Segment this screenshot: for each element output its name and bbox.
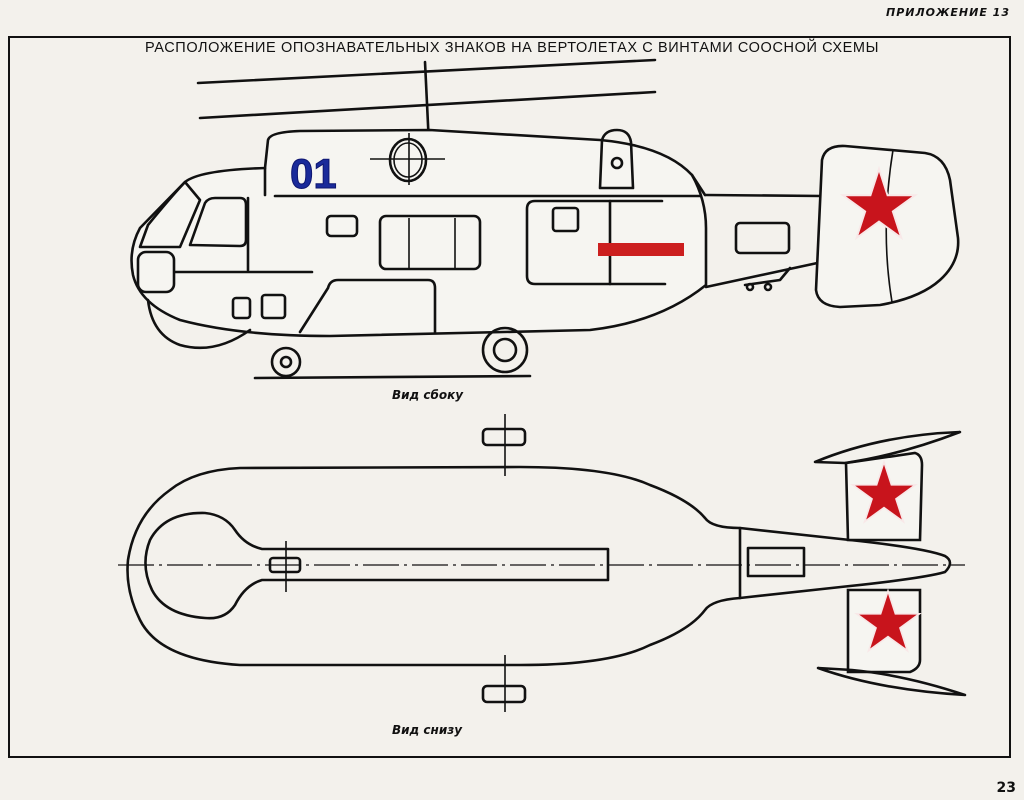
chin-bulge: [146, 298, 252, 350]
nose-wheel-mark: [268, 556, 302, 574]
bottom-view: [118, 414, 967, 712]
hub-ring: [388, 137, 428, 183]
nose-wheel: [270, 346, 302, 378]
ground-line: [253, 374, 532, 380]
main-wheel-right: [481, 684, 527, 704]
side-view-caption: Вид сбоку: [392, 388, 464, 402]
main-wheel-left: [481, 427, 527, 447]
rear-door: [525, 199, 667, 286]
appendix-label: ПРИЛОЖЕНИЕ 13: [885, 6, 1010, 19]
endplate-upper: [813, 430, 962, 465]
hub-ring-inner: [393, 142, 423, 178]
windshield: [138, 180, 202, 249]
bottom-view-caption: Вид снизу: [392, 723, 463, 737]
page-title: РАСПОЛОЖЕНИЕ ОПОЗНАВАТЕЛЬНЫХ ЗНАКОВ НА В…: [144, 40, 880, 56]
cabin-window-large: [378, 214, 482, 271]
tail-wheel-2: [763, 282, 773, 292]
lower-hatch-1: [231, 296, 252, 320]
side-view: 01: [130, 58, 960, 380]
nose-wheel-hub: [279, 355, 293, 369]
housing-rear: [690, 173, 707, 197]
tail-boom-bottom: [704, 260, 824, 289]
endplate-lower: [816, 666, 967, 697]
boom-panel: [746, 546, 806, 578]
red-stripe: [598, 243, 684, 256]
cockpit-side-window: [188, 196, 248, 248]
vent-hole: [610, 156, 624, 170]
tail-boom-panel: [734, 221, 791, 255]
bottom-fuselage: [126, 465, 952, 667]
engine-vent: [598, 128, 635, 190]
lower-hatch-2: [260, 293, 287, 320]
main-wheel: [481, 326, 529, 374]
fuel-tank-fairing: [298, 278, 437, 334]
main-wheel-hub: [492, 337, 518, 363]
side-fuselage: [130, 128, 708, 338]
drawing-frame: [8, 36, 1011, 758]
page-number: 23: [996, 780, 1016, 796]
tail-skid: [743, 266, 792, 287]
rear-door-window: [551, 206, 580, 233]
tail-wheel-1: [745, 282, 755, 292]
bottom-inner-panel: [144, 511, 610, 620]
tail-number: 01: [290, 150, 337, 197]
rudder-line: [885, 149, 894, 303]
cabin-window-small: [325, 214, 359, 238]
tail-boom-top: [704, 193, 824, 198]
